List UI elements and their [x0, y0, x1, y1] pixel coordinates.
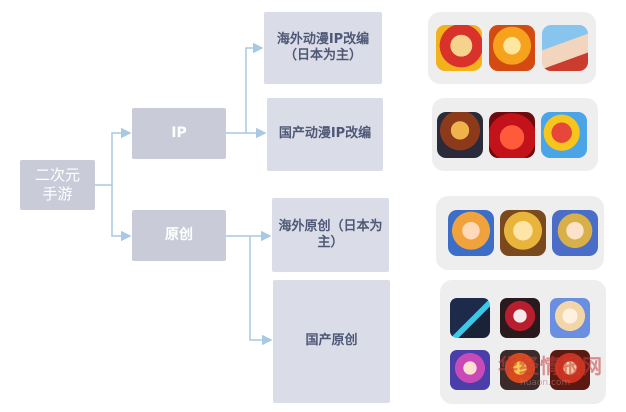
- connector-ip-overseas: [226, 42, 264, 134]
- game-icon-arknights: [450, 298, 490, 338]
- connector-root-ip: [95, 127, 132, 186]
- leaf-overseas-anime-ip: 海外动漫IP改编（日本为主）: [264, 12, 382, 84]
- watermark-logo: 华经情报网: [498, 354, 603, 378]
- game-icon-battle: [500, 350, 540, 390]
- game-icon-fate: [552, 210, 598, 256]
- game-icon-warrior: [437, 112, 483, 158]
- branch-original: 原创: [132, 210, 226, 261]
- branch-ip-label: IP: [171, 124, 187, 141]
- leaf-overseas-anime-ip-label: 海外动漫IP改编（日本为主）: [276, 31, 370, 63]
- leaf-domestic-anime-ip: 国产动漫IP改编: [267, 98, 383, 171]
- icon-panel-domestic-ip: [432, 98, 598, 171]
- connector-original-domestic: [249, 236, 273, 346]
- game-icon-naruto: [489, 25, 535, 71]
- game-icon-red-face: [489, 112, 535, 158]
- game-icon-bird: [541, 112, 587, 158]
- game-icon-purple-girl: [450, 350, 490, 390]
- leaf-domestic-original-label: 国产原创: [305, 333, 358, 349]
- icon-panel-overseas-ip: [428, 12, 596, 84]
- icon-panel-domestic-original: [440, 280, 606, 404]
- game-icon-genshin: [550, 298, 590, 338]
- root-node: 二次元手游: [20, 160, 95, 210]
- game-icon-red-warrior: [550, 350, 590, 390]
- game-icon-slamdunk: [542, 25, 588, 71]
- watermark-url: huaon.com: [520, 378, 571, 388]
- leaf-overseas-original: 海外原创（日本为主）: [272, 198, 389, 272]
- leaf-overseas-original-label: 海外原创（日本为主）: [278, 218, 383, 250]
- game-icon-blonde-hero: [500, 210, 546, 256]
- icon-panel-overseas-original: [436, 196, 604, 270]
- root-label: 二次元手游: [34, 166, 80, 203]
- game-icon-onmyoji: [500, 298, 540, 338]
- leaf-domestic-anime-ip-label: 国产动漫IP改编: [278, 126, 372, 142]
- connector-root-original: [111, 185, 132, 242]
- branch-ip: IP: [132, 108, 226, 159]
- leaf-domestic-original: 国产原创: [273, 280, 390, 403]
- game-icon-anime-girl: [448, 210, 494, 256]
- branch-original-label: 原创: [165, 226, 193, 243]
- game-icon-onepiece: [436, 25, 482, 71]
